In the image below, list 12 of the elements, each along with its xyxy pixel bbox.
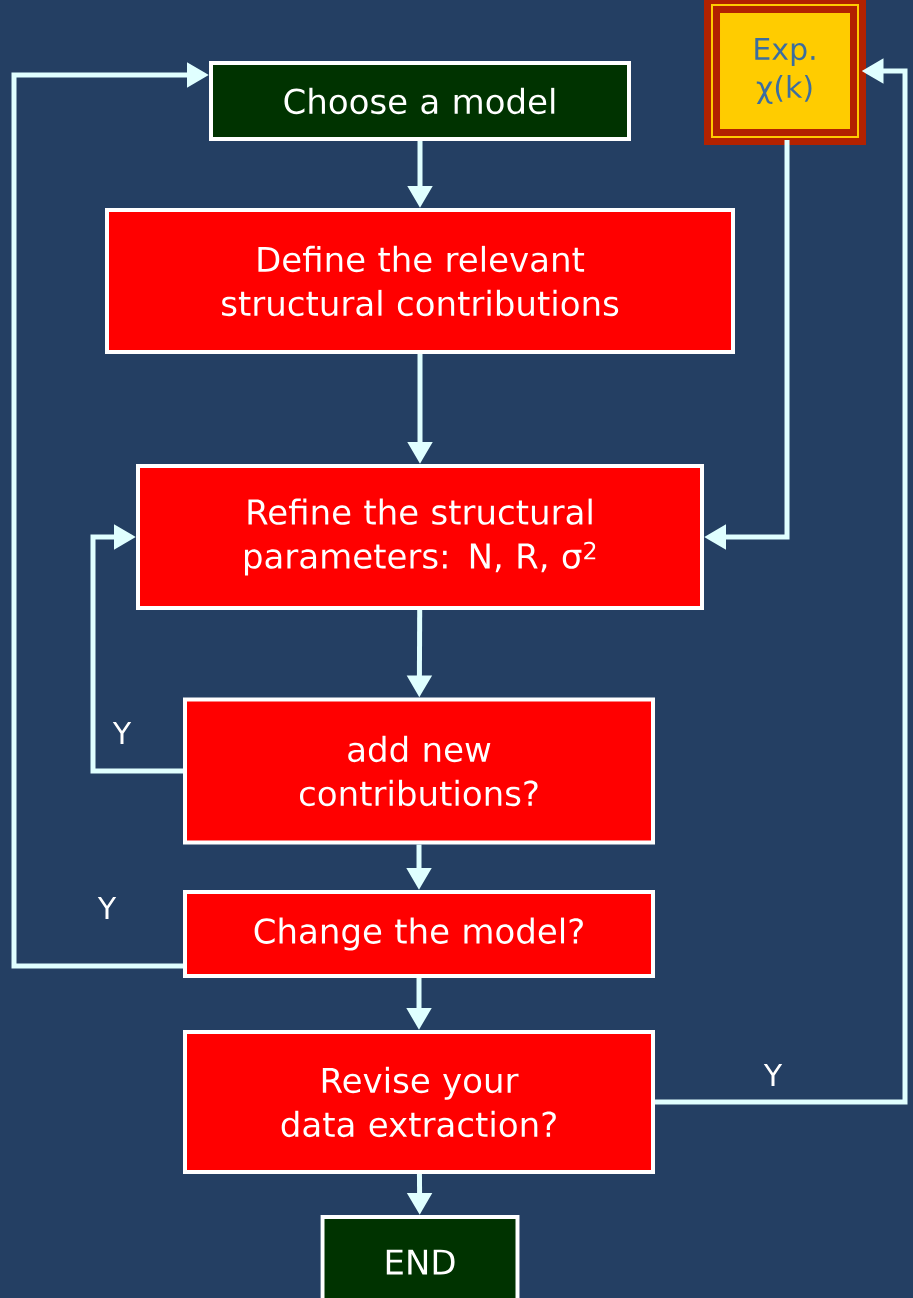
process-box: Choose a model <box>209 61 631 141</box>
process-box: Revise your data extraction? <box>183 1030 655 1174</box>
data-box: Exp. χ(k) <box>704 0 866 145</box>
edge-label: Y <box>97 897 117 919</box>
process-box: add new contributions? <box>183 697 655 845</box>
edge-label: Y <box>112 722 132 744</box>
process-box: Define the relevant structural contributions <box>105 208 735 354</box>
edge-label: Y <box>763 1064 783 1086</box>
process-box: Refine the structural parameters: N, R, σ$^{2}$ <box>136 464 704 610</box>
process-box: Change the model? <box>183 890 655 978</box>
end-box: END <box>320 1215 520 1298</box>
arrow <box>90 524 183 774</box>
